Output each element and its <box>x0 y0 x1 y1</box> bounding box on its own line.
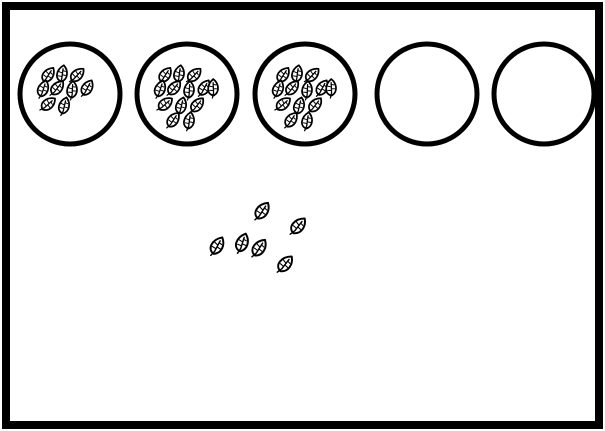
group-circle-4 <box>377 44 477 144</box>
leaf-icon <box>254 201 269 222</box>
circle-outline <box>494 44 594 144</box>
leaf-icon <box>210 236 224 256</box>
group-circles <box>20 44 594 144</box>
leaf-icon <box>276 254 293 275</box>
loose-leaves-group <box>210 201 306 275</box>
group-circle-2 <box>137 44 237 144</box>
group-circle-1 <box>20 44 120 144</box>
leaf-icon <box>251 238 266 259</box>
group-circle-3 <box>255 44 355 144</box>
group-circle-5 <box>494 44 594 144</box>
leaf-icon <box>235 234 249 254</box>
circle-outline <box>377 44 477 144</box>
leaf-icon <box>289 216 306 237</box>
